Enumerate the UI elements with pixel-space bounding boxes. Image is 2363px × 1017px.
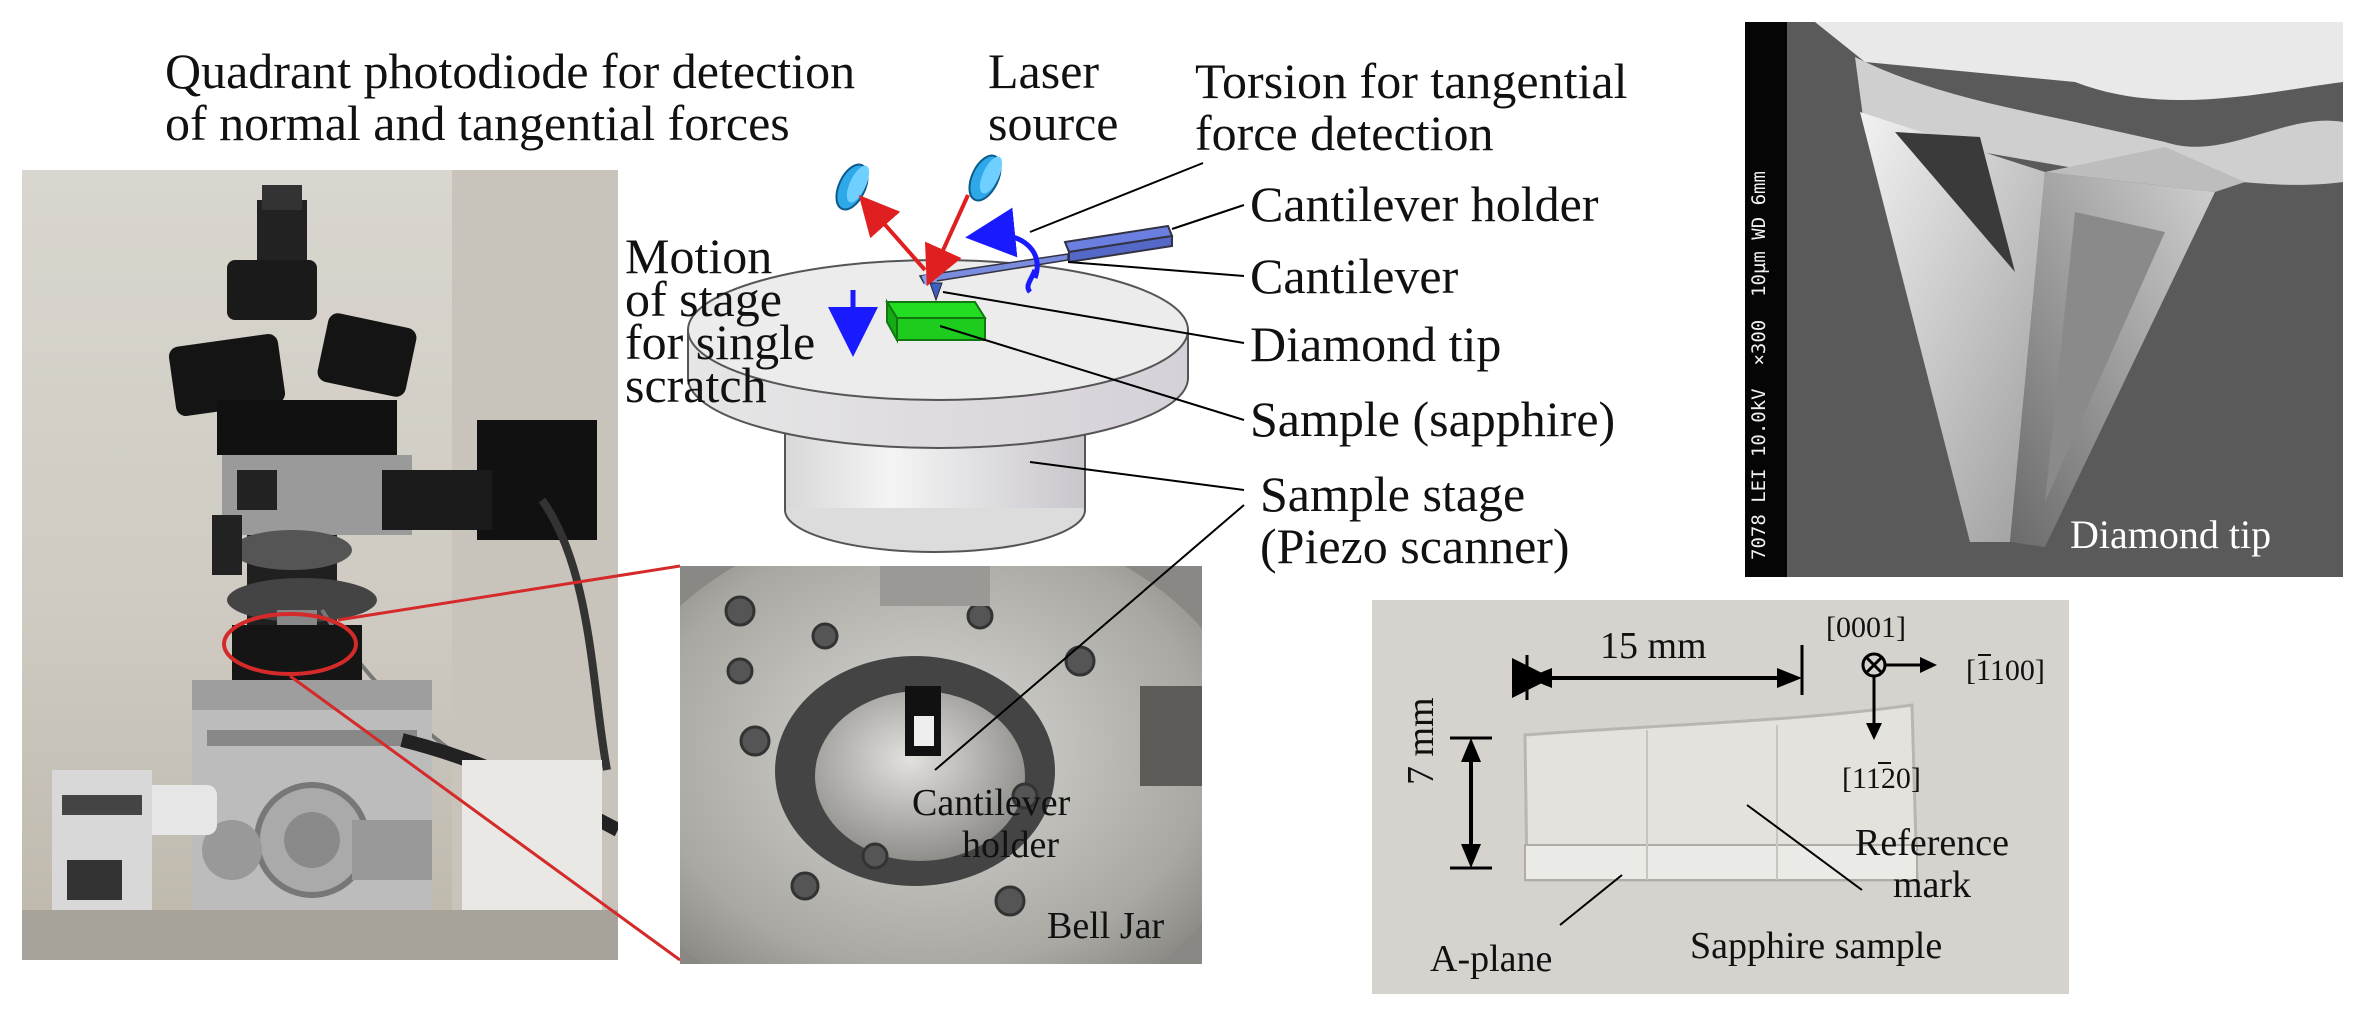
sapphire-block (1523, 703, 1919, 882)
instrument-photo (22, 170, 618, 960)
motion-label-line3: for single (625, 314, 816, 370)
cantilever-holder-block (1063, 224, 1174, 254)
laser-disk (968, 154, 1003, 202)
photodiode-label-line2: of normal and tangential forces (165, 95, 790, 151)
axis-0001-label: [0001] (1826, 611, 1906, 644)
torsion-label: Torsion for tangential force detection (1195, 55, 1628, 159)
piezo-cylinder (784, 379, 1086, 511)
photodiode-disk (835, 163, 870, 211)
sapphire-sample-caption: Sapphire sample (1690, 925, 1943, 967)
axis-1100-overbar (1978, 654, 1991, 656)
torsion-label-line2: force detection (1195, 105, 1494, 161)
sem-info-strip: 7078 LEI 10.0kV ×300 10µm WD 6mm (1748, 171, 1770, 560)
laser-source-label-line2: source (988, 95, 1119, 151)
sapphire-photo (1372, 600, 2069, 994)
sapphire-sample-block (885, 301, 987, 319)
laser-source-label-line1: Laser (988, 43, 1100, 99)
sample-stage-label: Sample stage (Piezo scanner) (1260, 468, 1570, 572)
diamond-tip-shape (929, 282, 943, 302)
cantilever-holder-label: Cantilever holder (1250, 176, 1599, 232)
motion-label: Motion of stage for single scratch (625, 228, 816, 413)
sample-stage-label-line1: Sample stage (1260, 466, 1526, 522)
holder-photo-label-line1: Cantilever (912, 782, 1071, 824)
axis-1120-overbar (1878, 762, 1891, 764)
sample-label: Sample (sapphire) (1250, 391, 1616, 447)
width-15mm-label: 15 mm (1600, 625, 1707, 667)
sample-stage-label-line2: (Piezo scanner) (1260, 518, 1570, 574)
reference-mark-label-line2: mark (1892, 864, 1972, 906)
height-7mm-label: 7 mm (1400, 697, 1442, 785)
cantilever-label: Cantilever (1250, 248, 1459, 304)
torsion-label-line1: Torsion for tangential (1195, 53, 1628, 109)
cantilever-beam (918, 253, 1069, 284)
laser-source-label: Laser source (988, 45, 1119, 149)
holder-photo-label: Cantilever holder (912, 782, 1070, 866)
diamond-tip-label: Diamond tip (1250, 316, 1502, 372)
axis-1100-label: [1100] (1966, 654, 2045, 687)
axis-1120-label: [1120] (1842, 762, 1921, 795)
motion-label-line1: Motion (625, 228, 773, 284)
holder-photo-label-line2: holder (962, 824, 1060, 866)
photodiode-label: Quadrant photodiode for detection of nor… (165, 45, 855, 149)
motion-label-line2: of stage (625, 271, 782, 327)
motion-label-line4: scratch (625, 357, 767, 413)
reference-mark-label: Reference mark (1855, 822, 2009, 906)
a-plane-label: A-plane (1430, 938, 1553, 980)
reference-mark-label-line1: Reference (1855, 822, 2009, 864)
sem-image (1745, 22, 2343, 577)
sem-caption: Diamond tip (2070, 512, 2272, 557)
photodiode-label-line1: Quadrant photodiode for detection (165, 43, 856, 99)
bell-jar-label: Bell Jar (1047, 905, 1165, 947)
